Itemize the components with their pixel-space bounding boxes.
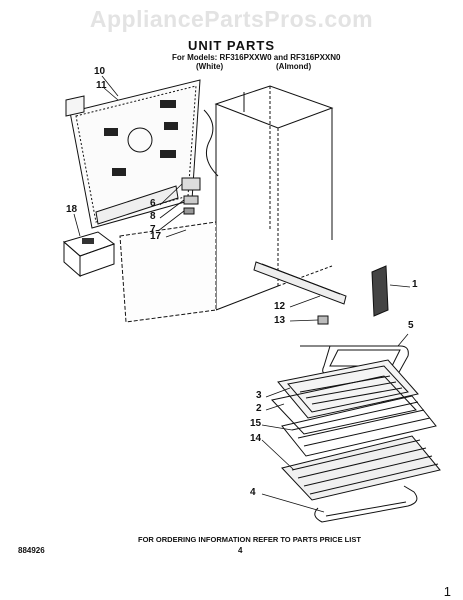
callout-7: 7	[150, 224, 156, 235]
callout-5: 5	[408, 320, 414, 331]
broiler-pan	[271, 359, 419, 435]
rail-and-clip	[253, 261, 347, 325]
terminal-block	[62, 231, 116, 278]
callout-14: 14	[250, 433, 262, 444]
trim-strip	[371, 265, 389, 317]
callout-2: 2	[256, 403, 262, 414]
models-line: For Models: RF316PXXW0 and RF316PXXN0	[172, 53, 341, 62]
callout-6: 6	[150, 198, 156, 209]
callout-18: 18	[66, 204, 78, 215]
color-white-label: (White)	[196, 62, 224, 71]
heating-element-lower	[314, 485, 418, 523]
callout-3: 3	[256, 390, 262, 401]
callout-15: 15	[250, 418, 262, 429]
diagram-title: UNIT PARTS	[187, 38, 276, 53]
watermark: AppliancePartsPros.com	[89, 6, 374, 32]
page-number: 4	[238, 546, 243, 555]
leader-lines	[73, 75, 411, 513]
ordering-note: FOR ORDERING INFORMATION REFER TO PARTS …	[138, 535, 361, 544]
callout-17: 17	[150, 231, 162, 242]
callout-1: 1	[412, 279, 418, 290]
callout-12: 12	[274, 301, 286, 312]
oven-racks	[281, 395, 441, 501]
callout-13: 13	[274, 315, 286, 326]
document-number: 884926	[18, 546, 45, 555]
cabinet-frame	[119, 85, 334, 323]
callout-10: 10	[94, 66, 106, 77]
callout-8: 8	[150, 211, 156, 222]
callout-4: 4	[250, 487, 256, 498]
back-panel	[69, 79, 201, 229]
color-almond-label: (Almond)	[276, 62, 312, 71]
corner-mark: 1	[443, 584, 451, 599]
panel-tab	[65, 95, 85, 117]
callout-11: 11	[96, 80, 107, 91]
